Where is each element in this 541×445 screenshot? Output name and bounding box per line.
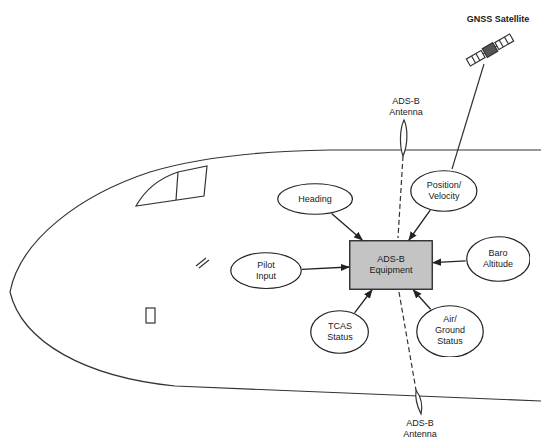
node-label: Heading xyxy=(291,194,339,205)
node-text-group: Position/ Velocity xyxy=(423,180,465,202)
signal-arrow xyxy=(332,213,363,240)
signal-arrow xyxy=(409,210,430,240)
input-ellipse: Baro Altitude xyxy=(466,236,531,282)
node-text-group: TCAS Status xyxy=(322,321,358,343)
ellipse-outline xyxy=(278,184,353,215)
input-ellipse: Pilot Input xyxy=(230,252,302,289)
window xyxy=(146,308,155,323)
ellipse-outline xyxy=(417,305,484,356)
bottom-antenna xyxy=(416,390,422,414)
nose-mark xyxy=(196,258,209,268)
node-label: TCAS Status xyxy=(322,321,358,343)
node-text-group: Baro Altitude xyxy=(478,248,518,270)
signal-arrow xyxy=(302,267,349,269)
fuselage-bottom xyxy=(10,292,541,401)
antenna-cable xyxy=(398,156,403,238)
antenna-label: ADS-B Antenna xyxy=(398,418,442,440)
input-ellipse: Air/ Ground Status xyxy=(416,305,484,358)
node-label: Pilot Input xyxy=(246,260,286,282)
fuselage-top xyxy=(10,150,541,292)
antenna-label: ADS-B Antenna xyxy=(386,96,426,118)
node-label: Baro Altitude xyxy=(478,248,518,270)
satellite-signal xyxy=(452,64,484,169)
top-antenna xyxy=(400,120,406,156)
windshield-frame xyxy=(176,172,178,200)
node-text-group: Air/ Ground Status xyxy=(430,314,470,347)
equipment-box: ADS-B Equipment xyxy=(349,240,433,290)
node-label: Position/ Velocity xyxy=(423,180,465,202)
node-label: ADS-B Equipment xyxy=(366,254,416,276)
gnss-satellite xyxy=(466,33,514,67)
box-outline xyxy=(350,241,433,290)
node-text-group: Heading xyxy=(291,194,339,205)
ellipse-outline xyxy=(231,253,302,289)
satellite-label: GNSS Satellite xyxy=(460,14,536,25)
antenna-cable xyxy=(399,292,416,390)
input-ellipse: Position/ Velocity xyxy=(410,170,478,212)
node-text-group: Pilot Input xyxy=(246,260,286,282)
signal-arrow xyxy=(355,290,372,313)
ellipse-outline xyxy=(411,171,477,212)
signal-arrow xyxy=(413,290,430,309)
node-text-group: ADS-B Equipment xyxy=(366,254,416,276)
signal-arrow xyxy=(433,261,466,263)
ellipse-outline xyxy=(466,237,529,282)
node-label: Air/ Ground Status xyxy=(430,314,470,347)
ellipse-outline xyxy=(311,311,369,354)
windshield xyxy=(136,166,207,206)
input-ellipse: TCAS Status xyxy=(310,310,369,354)
input-ellipse: Heading xyxy=(277,183,353,215)
